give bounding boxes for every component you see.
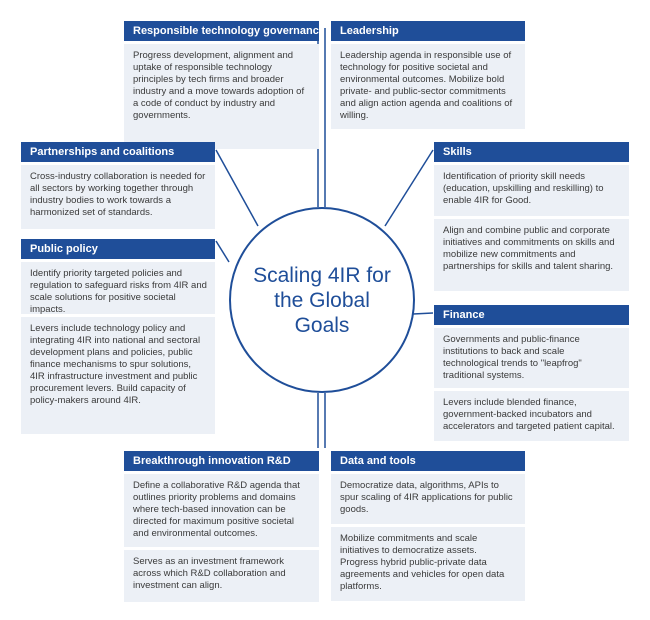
card-title: Finance <box>434 305 629 325</box>
card-title: Breakthrough innovation R&D <box>124 451 319 471</box>
card-data-tools: Data and tools Democratize data, algorit… <box>331 451 525 601</box>
card-public-policy: Public policy Identify priority targeted… <box>21 239 215 434</box>
card-text: Levers include technology policy and int… <box>21 317 215 434</box>
card-finance: Finance Governments and public-finance i… <box>434 305 629 441</box>
card-text: Cross-industry collaboration is needed f… <box>21 165 215 229</box>
card-text: Governments and public-finance instituti… <box>434 328 629 388</box>
center-hub: Scaling 4IR for the Global Goals <box>229 207 415 393</box>
card-text: Mobilize commitments and scale initiativ… <box>331 527 525 601</box>
center-title: Scaling 4IR for the Global Goals <box>253 263 391 337</box>
card-skills: Skills Identification of priority skill … <box>434 142 629 291</box>
card-text: Identification of priority skill needs (… <box>434 165 629 216</box>
card-innovation: Breakthrough innovation R&D Define a col… <box>124 451 319 602</box>
card-title: Skills <box>434 142 629 162</box>
card-text: Leadership agenda in responsible use of … <box>331 44 525 129</box>
card-title: Public policy <box>21 239 215 259</box>
card-text: Levers include blended finance, governme… <box>434 391 629 441</box>
card-title: Data and tools <box>331 451 525 471</box>
card-text: Define a collaborative R&D agenda that o… <box>124 474 319 547</box>
card-title: Responsible technology governance <box>124 21 319 41</box>
card-title: Leadership <box>331 21 525 41</box>
card-text: Align and combine public and corporate i… <box>434 219 629 291</box>
card-text: Progress development, alignment and upta… <box>124 44 319 149</box>
card-governance: Responsible technology governance Progre… <box>124 21 319 149</box>
card-text: Identify priority targeted policies and … <box>21 262 215 315</box>
card-partnerships: Partnerships and coalitions Cross-indust… <box>21 142 215 229</box>
card-text: Democratize data, algorithms, APIs to sp… <box>331 474 525 524</box>
card-text: Serves as an investment framework across… <box>124 550 319 602</box>
card-leadership: Leadership Leadership agenda in responsi… <box>331 21 525 129</box>
card-title: Partnerships and coalitions <box>21 142 215 162</box>
